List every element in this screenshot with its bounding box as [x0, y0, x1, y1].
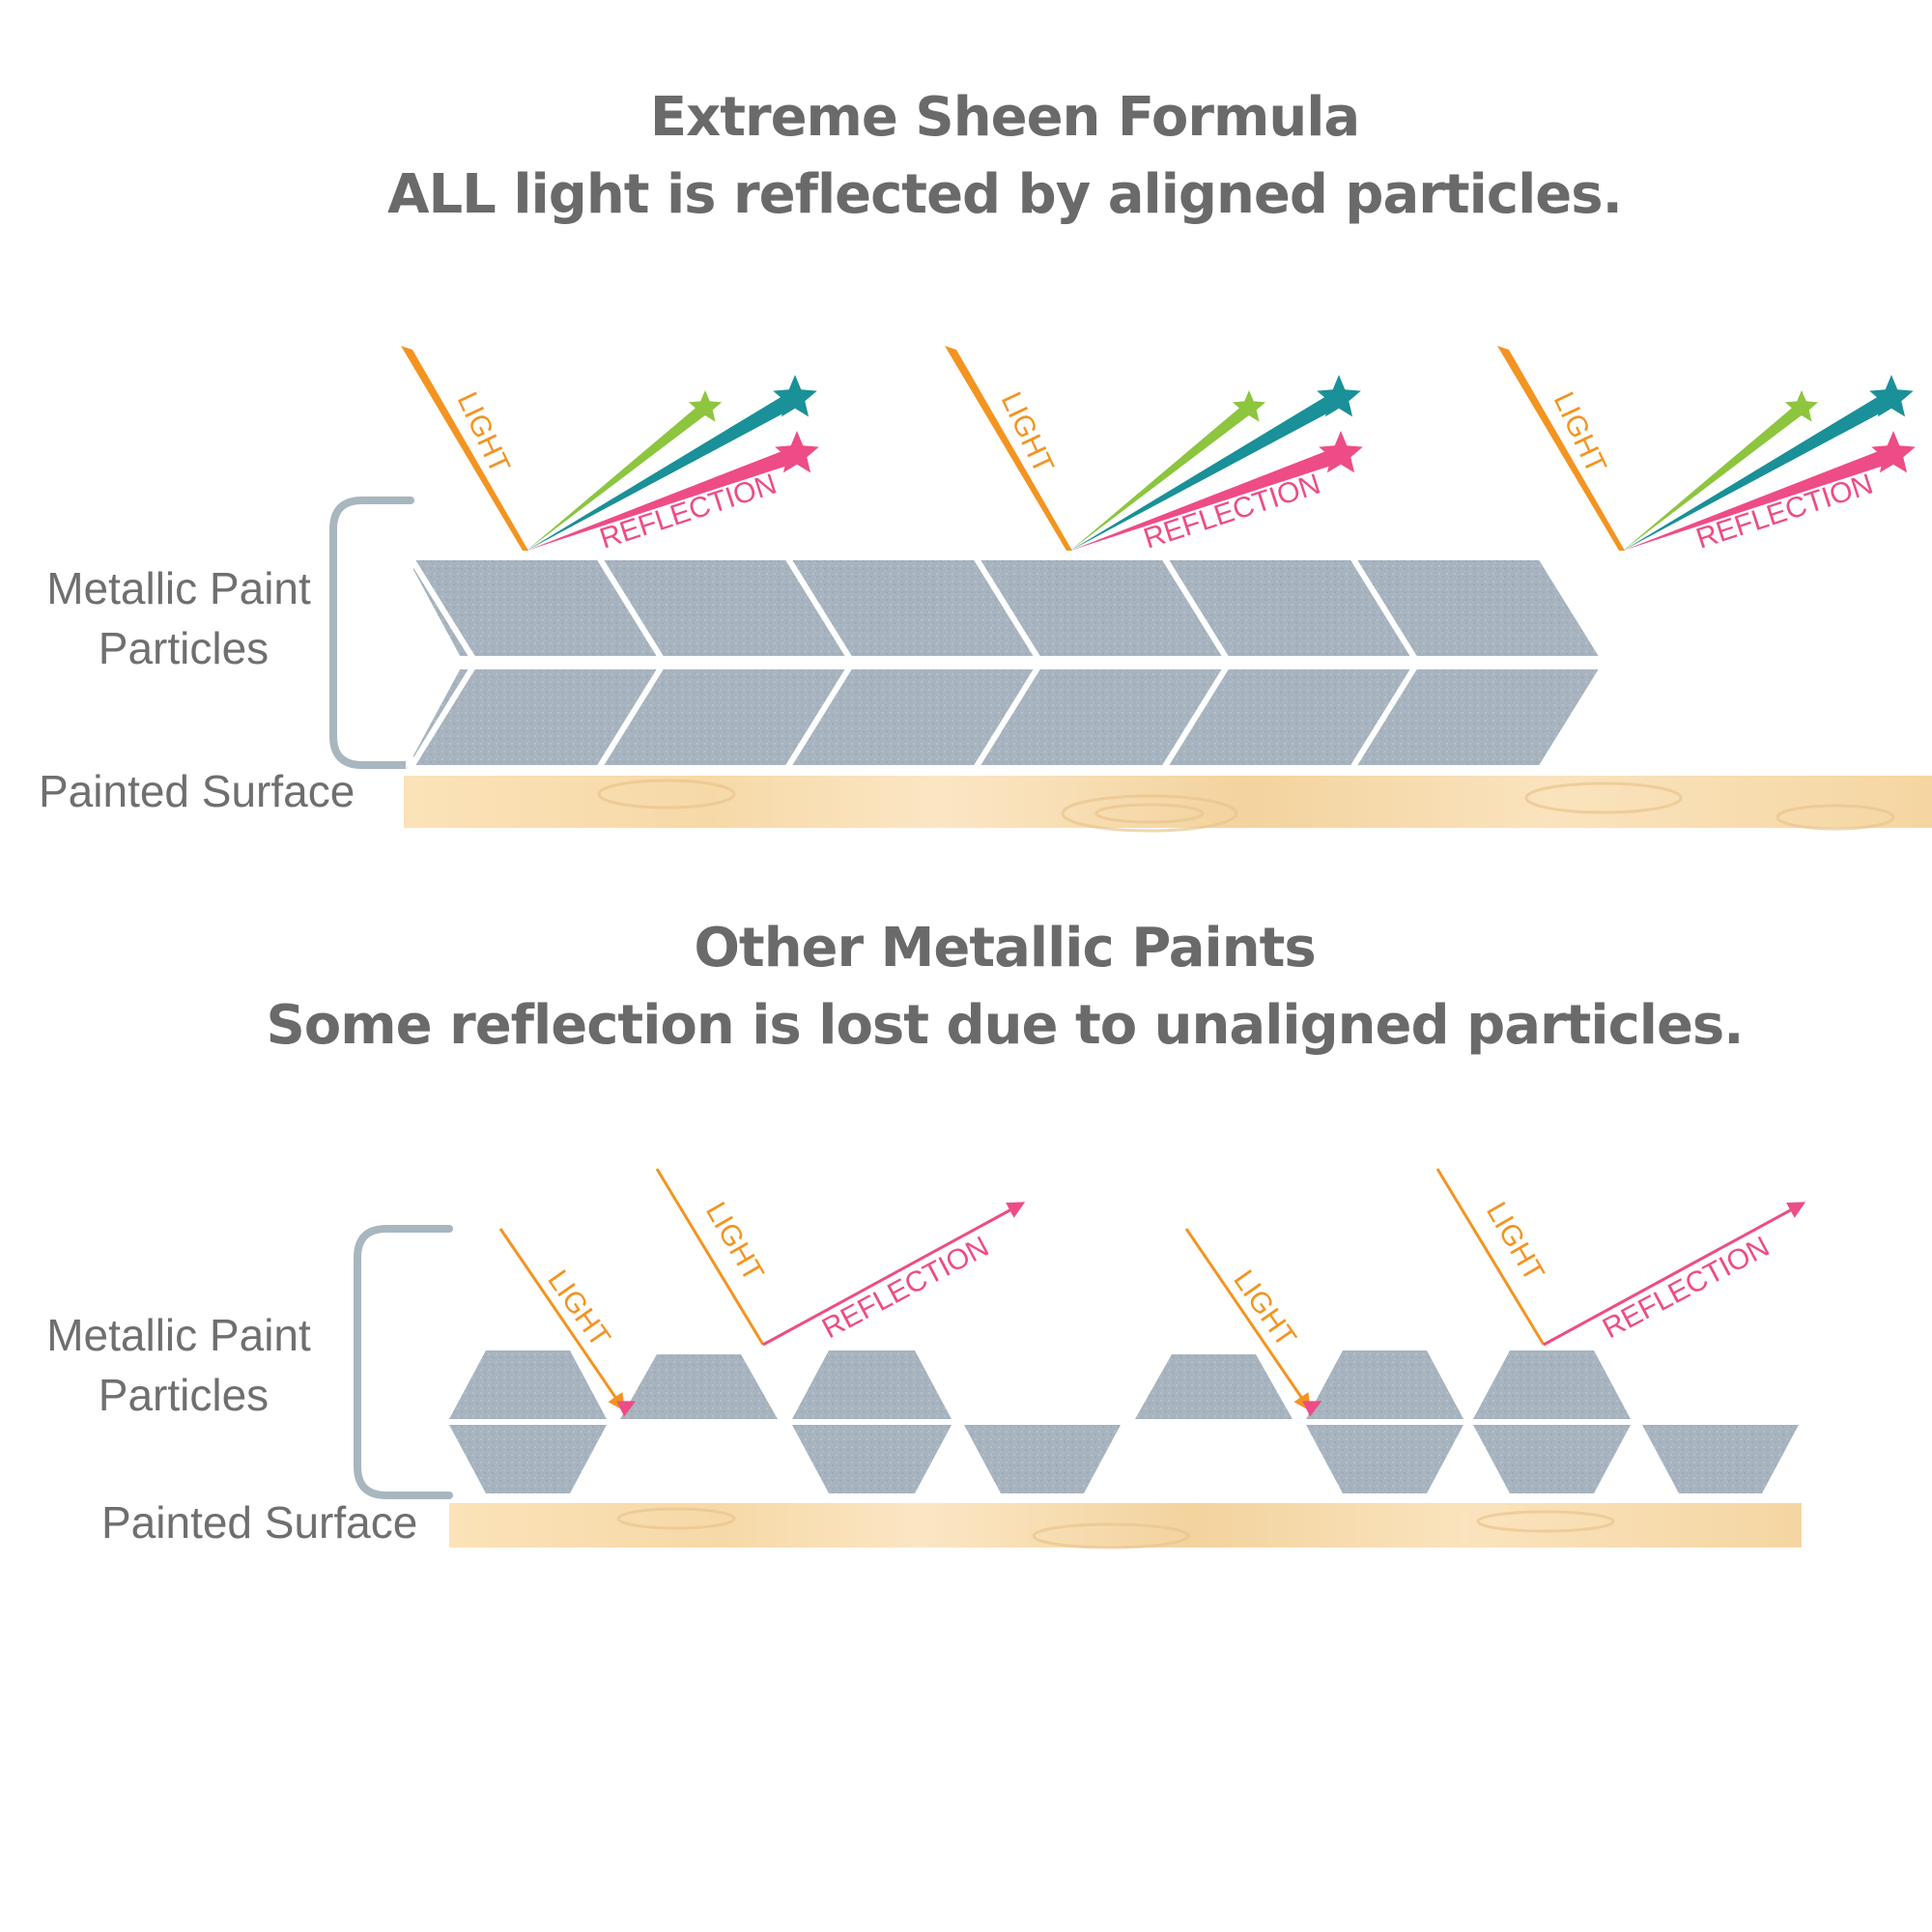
reflection-label: REFLECTION [1692, 469, 1877, 555]
aligned-particle-layer [405, 547, 1609, 779]
reflection-ray-teal [1623, 390, 1896, 551]
star-icon [1319, 431, 1363, 473]
unaligned-particle [1473, 1425, 1631, 1493]
unaligned-particle [1642, 1425, 1799, 1493]
unaligned-particle [449, 1350, 607, 1419]
light-label: LIGHT [1548, 387, 1612, 478]
light-label: LIGHT [995, 387, 1060, 478]
reflection-ray-teal [1070, 390, 1344, 551]
star-icon [1869, 375, 1914, 417]
reflection-ray-pink [526, 446, 800, 551]
light-ray [945, 346, 1072, 551]
section-2-subtitle: Some reflection is lost due to unaligned… [266, 994, 1743, 1057]
aligned-particle [1347, 664, 1609, 771]
aligned-ray-group: LIGHT REFLECTION [945, 346, 1363, 555]
star-icon [1232, 390, 1266, 422]
star-icon [1784, 390, 1819, 422]
unaligned-particle [620, 1354, 778, 1419]
light-ray [498, 1228, 626, 1411]
unaligned-particle [1306, 1350, 1463, 1419]
reflection-ray-green [526, 403, 709, 551]
section-1-wood-grain [597, 779, 1895, 833]
section-1-particles-label: Metallic Paint [46, 563, 311, 613]
reflected-ray-group: LIGHT REFLECTION [655, 1168, 1026, 1347]
reflection-ray-pink [1070, 446, 1344, 551]
reflection-ray-teal [526, 390, 800, 551]
aligned-ray-group: LIGHT REFLECTION [401, 346, 819, 555]
star-icon [773, 375, 817, 417]
reflection-label: REFLECTION [1140, 469, 1324, 555]
star-icon [775, 431, 819, 473]
section-2-particles-label-line2: Particles [99, 1370, 269, 1420]
light-label: LIGHT [541, 1264, 616, 1352]
light-label: LIGHT [1480, 1197, 1550, 1287]
section-1-subtitle: ALL light is reflected by aligned partic… [387, 163, 1622, 226]
light-label: LIGHT [699, 1197, 770, 1287]
star-icon [1317, 375, 1361, 417]
aligned-particle [1347, 554, 1609, 662]
lost-reflection [616, 1401, 637, 1417]
reflection-ray-green [1623, 403, 1805, 551]
reflection-label: REFLECTION [817, 1231, 994, 1345]
chevron-notch [406, 555, 464, 770]
light-ray [655, 1168, 765, 1346]
light-ray [401, 346, 528, 551]
unaligned-particle [792, 1350, 952, 1419]
unaligned-particle [1135, 1354, 1293, 1419]
unaligned-particle [449, 1425, 607, 1493]
reflection-label: REFLECTION [1598, 1231, 1775, 1345]
section-2-wood-grain [616, 1507, 1615, 1549]
light-label: LIGHT [451, 387, 516, 478]
section-2-title: Other Metallic Paints [694, 917, 1315, 980]
section-1-title: Extreme Sheen Formula [650, 86, 1359, 149]
light-label: LIGHT [1227, 1264, 1302, 1352]
light-ray [1184, 1228, 1312, 1411]
section-2-particles-label: Metallic Paint [46, 1310, 311, 1360]
light-ray [1497, 346, 1625, 551]
star-icon [688, 390, 723, 422]
unaligned-particle [1473, 1350, 1631, 1419]
aligned-ray-groups: LIGHT REFLECTION LIGHT REFLECTION LIGHT REFLE… [401, 346, 1916, 555]
aligned-ray-group: LIGHT REFLECTION [1497, 346, 1916, 555]
section-2-surface-label: Painted Surface [101, 1497, 417, 1548]
section-1-particles-label-line2: Particles [99, 623, 269, 673]
reflection-ray-pink [1623, 446, 1896, 551]
unaligned-particle [1306, 1425, 1463, 1493]
reflection-ray [1543, 1202, 1806, 1347]
lost-reflection [1302, 1401, 1322, 1417]
section-1-bracket [329, 497, 414, 769]
star-icon [1871, 431, 1916, 473]
unaligned-particle-layer [449, 1350, 1799, 1493]
section-2-bracket [354, 1225, 453, 1499]
light-ray [1435, 1168, 1546, 1346]
unaligned-particle [792, 1425, 952, 1493]
reflection-label: REFLECTION [596, 469, 781, 555]
reflected-ray-group: LIGHT REFLECTION [1435, 1168, 1806, 1347]
unaligned-particle [964, 1425, 1121, 1493]
reflection-ray [762, 1202, 1026, 1347]
reflection-ray-green [1070, 403, 1253, 551]
section-1-surface-label: Painted Surface [39, 766, 355, 816]
